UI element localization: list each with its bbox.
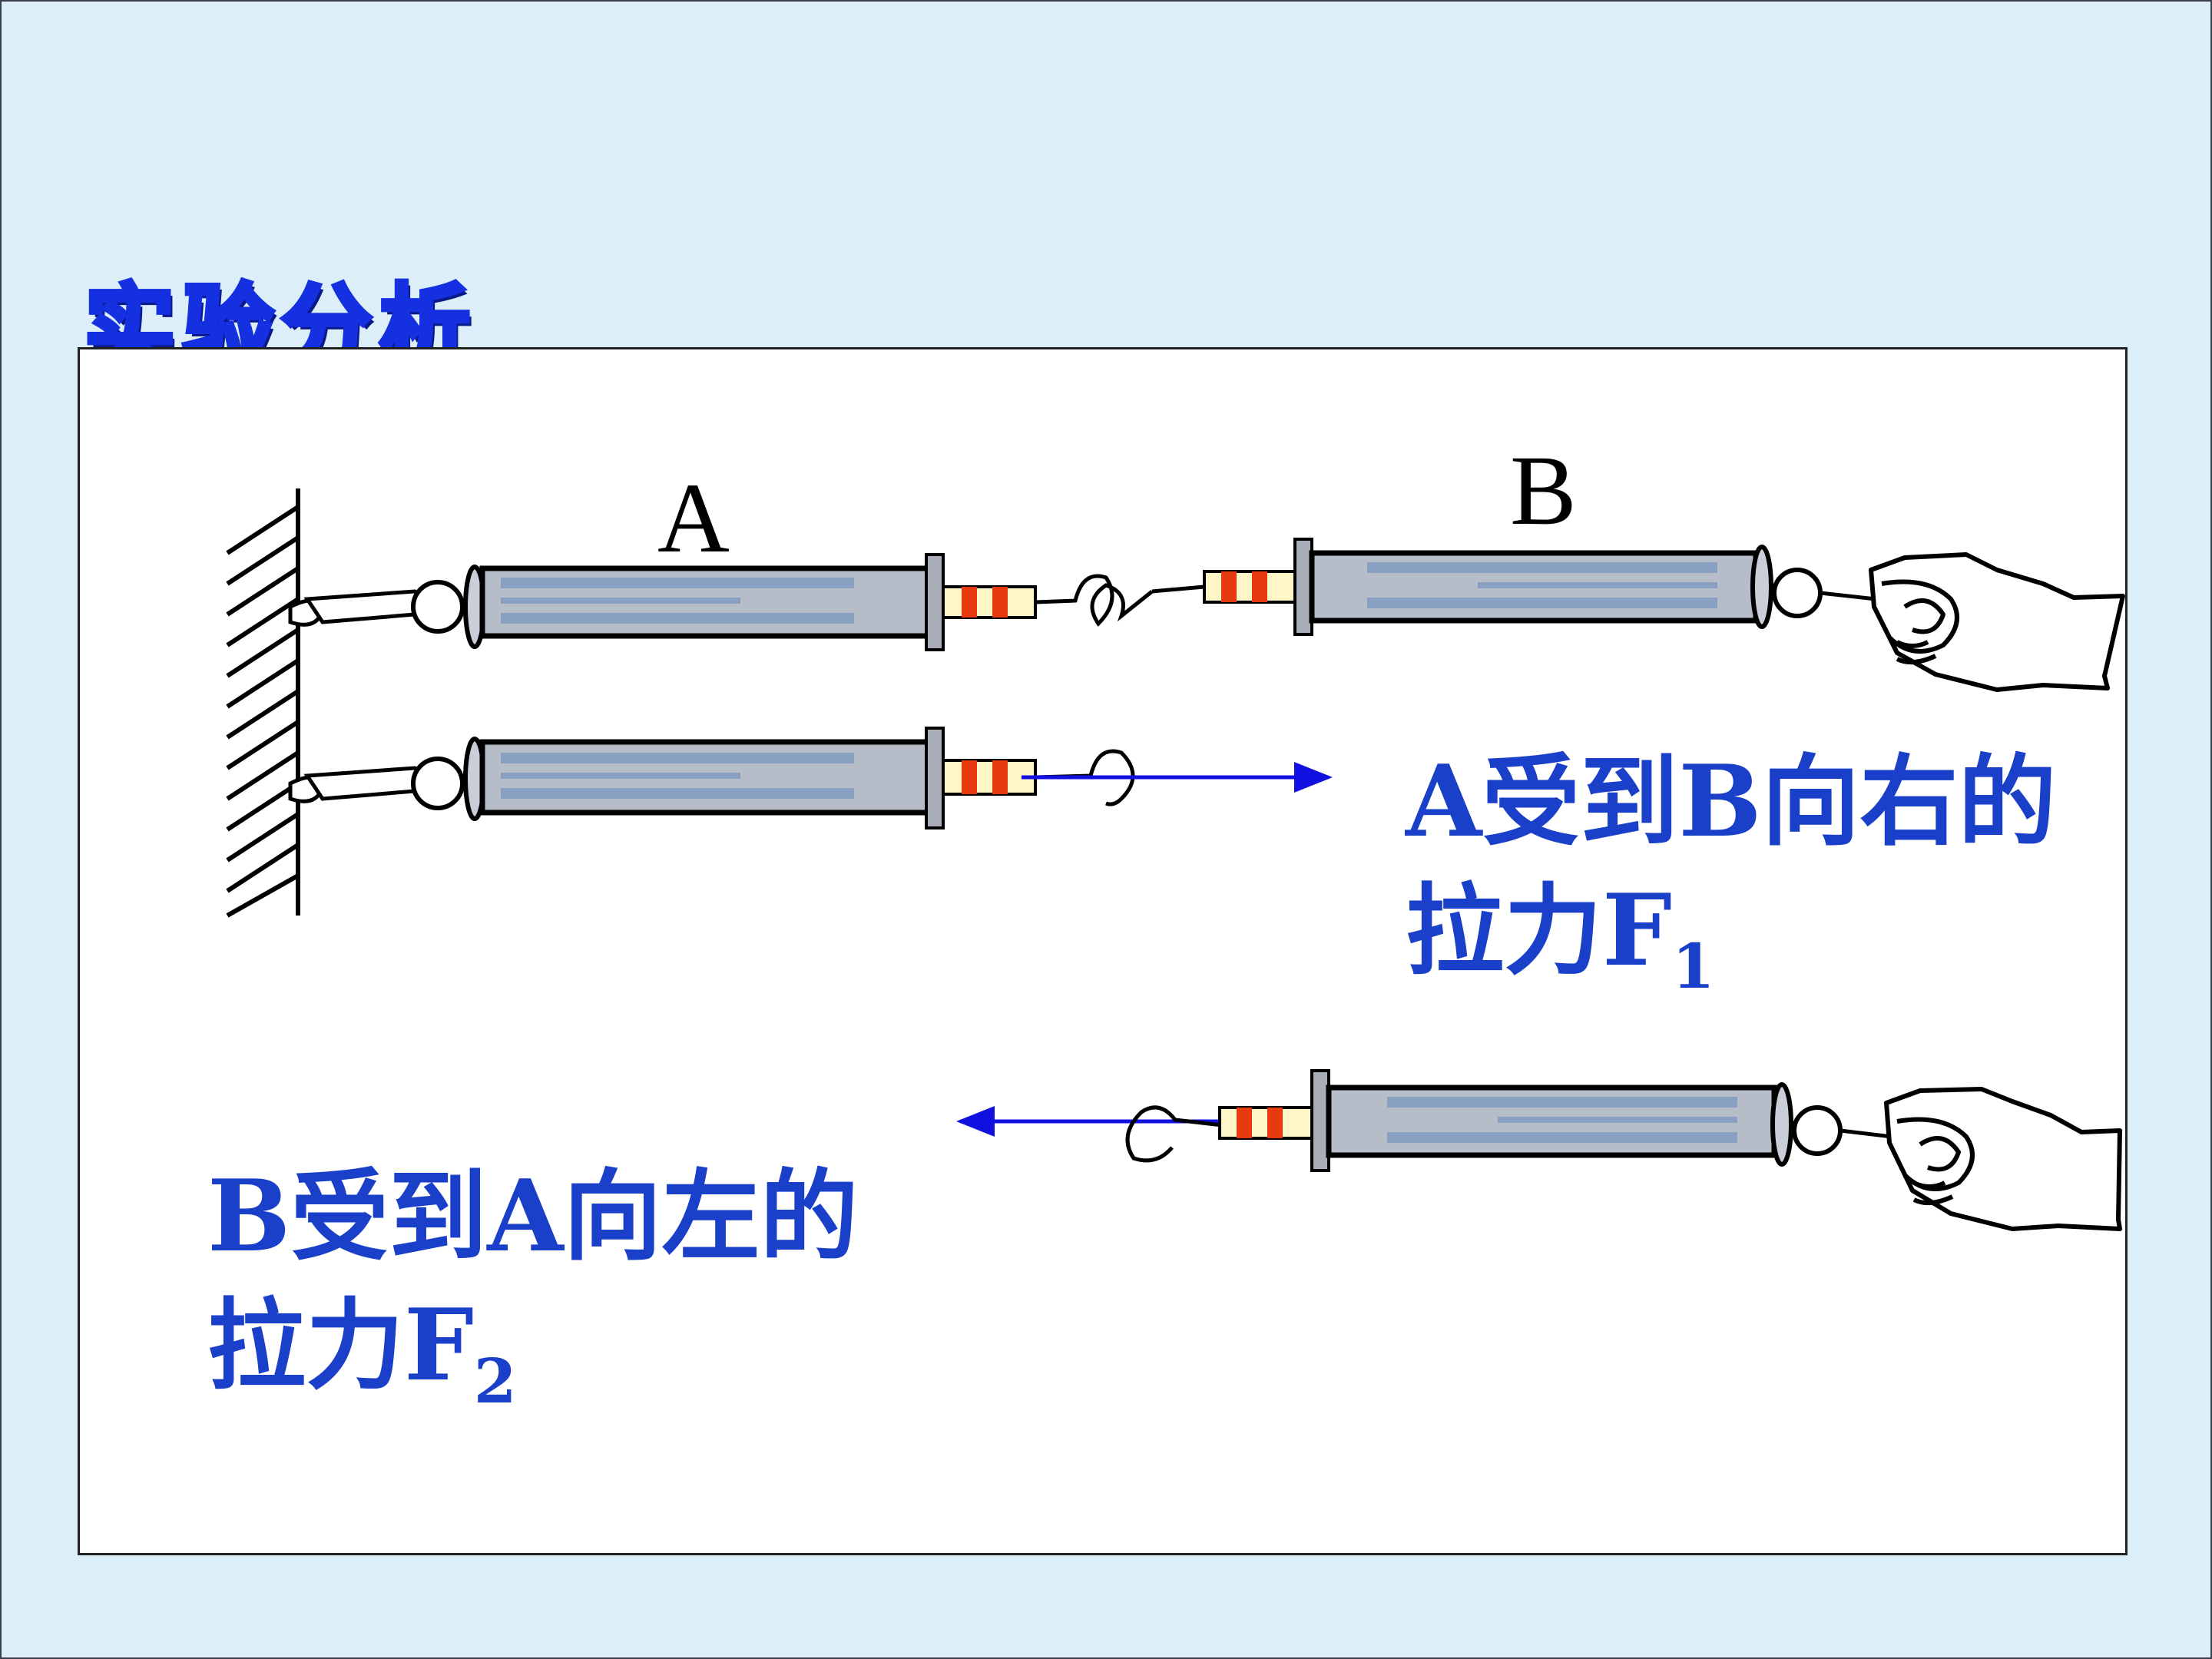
wall [226,488,300,918]
hand-top [1869,552,2125,692]
spring-scale-b-bottom [1125,1069,1906,1172]
caption-f2-line2: 拉力F2 [207,1281,859,1412]
caption-f1-text: 拉力F [1406,873,1672,988]
scale-b-label: B [1510,435,1577,546]
scale-a-label: A [657,463,730,574]
caption-force-f1: A受到B向右的 拉力F1 [1406,737,2057,997]
caption-f2-line1: B受到A向左的 [207,1159,859,1274]
caption-f2-text: 拉力F [207,1288,474,1403]
caption-f2-subscript: 2 [473,1345,517,1417]
caption-f1-line1: A受到B向右的 [1406,744,2057,859]
spring-scale-a-bottom [288,727,1135,830]
diagram-panel [78,347,2128,1555]
hand-bottom [1884,1087,2122,1231]
caption-force-f2: B受到A向左的 拉力F2 [207,1152,859,1412]
spring-scale-b-top [1151,538,1890,636]
spring-scale-a-top [288,553,1154,651]
caption-f1-subscript: 1 [1671,930,1715,1002]
caption-f1-line2: 拉力F1 [1406,866,2057,997]
